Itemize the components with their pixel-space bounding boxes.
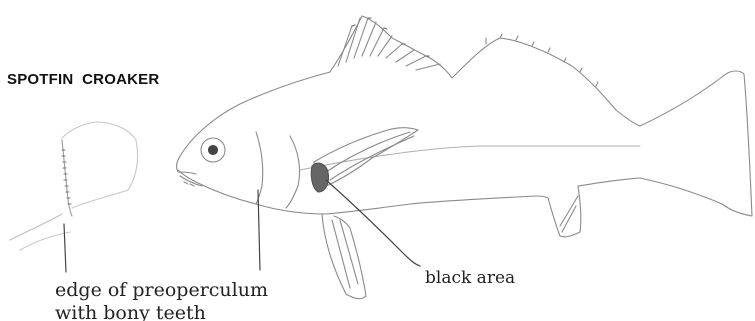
diagram-title: SPOTFIN CROAKER bbox=[7, 71, 159, 88]
black-area-label: black area bbox=[425, 268, 515, 288]
preoperculum-inset bbox=[10, 122, 138, 250]
pointer-line-black-area bbox=[326, 180, 420, 266]
preoperculum-label-line-2: with bony teeth bbox=[55, 302, 206, 321]
fish-body bbox=[177, 16, 753, 299]
preoperculum-label-line-1: edge of preoperculum bbox=[55, 279, 268, 301]
pointer-line-preoperculum bbox=[258, 190, 260, 270]
pointer-line-inset bbox=[64, 224, 66, 272]
